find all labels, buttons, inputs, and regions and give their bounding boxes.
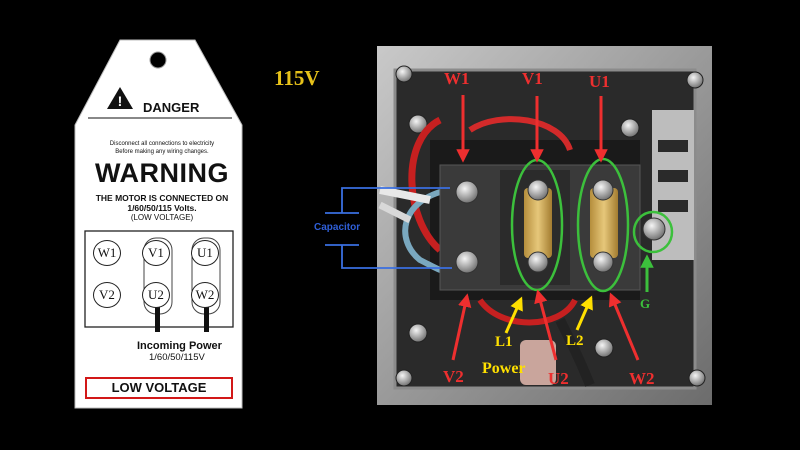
red-wire bbox=[468, 116, 573, 152]
power-lead bbox=[204, 306, 209, 332]
brass-jumper bbox=[524, 188, 552, 258]
black-wire bbox=[555, 317, 595, 387]
voltage-heading: 115V bbox=[274, 66, 320, 90]
w1-label: W1 bbox=[444, 69, 470, 88]
ground-screw-icon bbox=[642, 217, 666, 241]
danger-tag: ! bbox=[74, 39, 243, 409]
l1-label: L1 bbox=[495, 334, 513, 350]
power-label: Power bbox=[482, 360, 526, 377]
terminal-stud-icon bbox=[592, 179, 614, 201]
white-wire bbox=[379, 186, 431, 204]
capacitor-label: Capacitor bbox=[314, 222, 361, 233]
v2-arrow bbox=[451, 293, 472, 361]
white-wire bbox=[378, 201, 412, 224]
warning-triangle-icon bbox=[107, 87, 133, 109]
terminal-stud-icon bbox=[592, 251, 614, 273]
power-lead bbox=[155, 306, 160, 332]
junction-box-photo bbox=[325, 46, 712, 405]
u2-arrow bbox=[534, 289, 558, 361]
mount-screw-icon bbox=[620, 118, 640, 138]
corner-screw-icon bbox=[395, 369, 413, 387]
mount-screw-icon bbox=[408, 114, 428, 134]
v2-label: V2 bbox=[443, 367, 464, 386]
w2-label: W2 bbox=[629, 369, 655, 388]
red-wire bbox=[408, 116, 443, 253]
terminal-stud-icon bbox=[455, 250, 479, 274]
u2-label: U2 bbox=[548, 369, 569, 388]
corner-screw-icon bbox=[395, 65, 413, 83]
v1-label: V1 bbox=[522, 69, 543, 88]
ground-label: G bbox=[640, 296, 651, 311]
corner-screw-icon bbox=[686, 71, 704, 89]
terminal-stud-icon bbox=[455, 180, 479, 204]
terminal-stud-icon bbox=[527, 179, 549, 201]
w2-arrow bbox=[608, 292, 640, 361]
l1-arrow bbox=[504, 296, 523, 334]
brass-jumper bbox=[590, 188, 618, 258]
tag-hole bbox=[149, 51, 167, 69]
ground-highlight bbox=[632, 210, 674, 254]
svg-text:!: ! bbox=[118, 93, 123, 109]
red-wire bbox=[477, 298, 578, 326]
mount-screw-icon bbox=[408, 323, 428, 343]
l2-label: L2 bbox=[566, 333, 584, 349]
mount-screw-icon bbox=[594, 338, 614, 358]
power-cable-sleeve bbox=[520, 340, 556, 385]
u1-label: U1 bbox=[589, 72, 610, 91]
l2-arrow bbox=[575, 295, 593, 331]
terminal-stud-icon bbox=[527, 251, 549, 273]
capacitor-symbol bbox=[325, 187, 452, 269]
corner-screw-icon bbox=[688, 369, 706, 387]
